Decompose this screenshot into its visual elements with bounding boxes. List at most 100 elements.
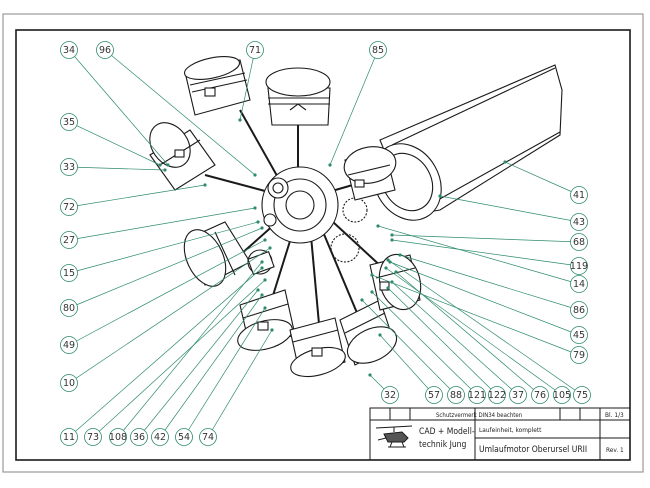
callout-number: 86: [573, 305, 585, 316]
callout-balloon: [468, 386, 486, 404]
callout-balloon: [109, 428, 127, 446]
callout-leader-line: [387, 287, 498, 396]
callout-balloon: [151, 428, 169, 446]
callout-leader-line: [391, 234, 580, 243]
callout-leader-line: [68, 267, 263, 438]
callout-arrow-tip: [203, 183, 207, 187]
callout-leader-line: [371, 291, 478, 396]
callout-balloon: [425, 386, 443, 404]
callout-number: 105: [553, 390, 571, 401]
callout-leader-line: [104, 49, 256, 176]
callout-number: 42: [154, 432, 166, 443]
callout-balloon: [570, 233, 588, 251]
callout-leader-line: [68, 49, 169, 166]
callout-leader-line: [329, 49, 379, 166]
callout-leader-line: [68, 166, 166, 171]
callout-arrow-tip: [390, 280, 394, 284]
callout-leader-line: [68, 121, 161, 166]
callout-leader-line: [159, 294, 263, 438]
callout-number: 15: [63, 268, 75, 279]
callout-leader-line: [371, 274, 580, 356]
callout-leader-line: [239, 49, 256, 121]
callout-number: 49: [63, 340, 75, 351]
callout-arrow-tip: [370, 273, 374, 277]
callout-balloon: [60, 336, 78, 354]
callout-arrow-tip: [260, 260, 264, 264]
callout-arrow-tip: [158, 163, 162, 167]
callout-balloon: [60, 113, 78, 131]
callout-arrow-tip: [503, 160, 507, 164]
callout-arrow-tip: [360, 298, 364, 302]
callout-leader-line: [439, 195, 580, 223]
callout-leader-line: [68, 207, 256, 241]
callout-balloon: [553, 386, 571, 404]
callout-arrow-tip: [263, 306, 267, 310]
callout-leader-line: [387, 259, 583, 396]
callout-number: 35: [63, 117, 75, 128]
callout-arrow-tip: [390, 233, 394, 237]
callout-balloon: [570, 301, 588, 319]
logo-text-line1: CAD + Modell-: [419, 427, 475, 437]
callout-arrow-tip: [260, 266, 264, 270]
callout-balloon: [570, 213, 588, 231]
callout-balloon: [509, 386, 527, 404]
callout-arrow-tip: [394, 270, 398, 274]
callout-balloon: [570, 275, 588, 293]
callout-balloon: [175, 428, 193, 446]
callout-balloon: [96, 41, 114, 59]
callout-arrow-tip: [384, 266, 388, 270]
callout-leader-line: [68, 227, 263, 309]
callout-leader-line: [504, 161, 580, 196]
callout-number: 119: [570, 261, 588, 272]
callout-arrow-tip: [438, 194, 442, 198]
callout-leader-line: [391, 281, 519, 396]
callout-leader-line: [68, 221, 259, 274]
inner-frame: [15, 29, 631, 461]
callout-number: 71: [249, 45, 261, 56]
callout-balloon: [60, 428, 78, 446]
callout-leader-line: [92, 279, 266, 438]
callout-number: 45: [573, 330, 585, 341]
callout-number: 79: [573, 350, 585, 361]
logo-text-line2: technik Jung: [419, 440, 467, 450]
callout-number: 88: [450, 390, 462, 401]
callout-number: 73: [87, 432, 99, 443]
callout-arrow-tip: [253, 206, 257, 210]
callout-balloon: [84, 428, 102, 446]
callout-arrow-tip: [268, 246, 272, 250]
callout-leader-line: [68, 184, 206, 208]
callout-balloon: [570, 346, 588, 364]
callout-arrow-tip: [386, 286, 390, 290]
callout-balloon: [570, 186, 588, 204]
callout-arrow-tip: [398, 253, 402, 257]
callout-balloon: [488, 386, 506, 404]
callout-number: 27: [63, 235, 75, 246]
callout-balloon: [130, 428, 148, 446]
drawing-subtitle: Laufeinheit, komplett: [479, 426, 542, 434]
callout-balloon: [60, 264, 78, 282]
callout-number: 76: [534, 390, 546, 401]
callout-number: 75: [576, 390, 588, 401]
callout-arrow-tip: [370, 290, 374, 294]
callout-leader-line: [68, 247, 271, 384]
callout-number: 96: [99, 45, 111, 56]
callout-number: 10: [63, 378, 75, 389]
callout-leader-line: [207, 329, 273, 438]
callout-number: 72: [63, 202, 75, 213]
callout-balloon: [60, 41, 78, 59]
callout-arrow-tip: [238, 118, 242, 122]
callout-number: 121: [468, 390, 486, 401]
callout-balloon: [381, 386, 399, 404]
callout-leader-line: [68, 239, 266, 346]
rotary-engine-illustration: [149, 56, 563, 378]
callout-leader-line: [399, 254, 580, 311]
callout-balloon: [369, 41, 387, 59]
callout-balloon: [60, 231, 78, 249]
callout-number: 11: [63, 432, 75, 443]
callout-balloon: [570, 326, 588, 344]
protection-notice: Schutzvermerk DIN34 beachten: [436, 412, 522, 419]
callout-arrow-tip: [378, 333, 382, 337]
callout-number: 33: [63, 162, 75, 173]
callout-balloon: [531, 386, 549, 404]
